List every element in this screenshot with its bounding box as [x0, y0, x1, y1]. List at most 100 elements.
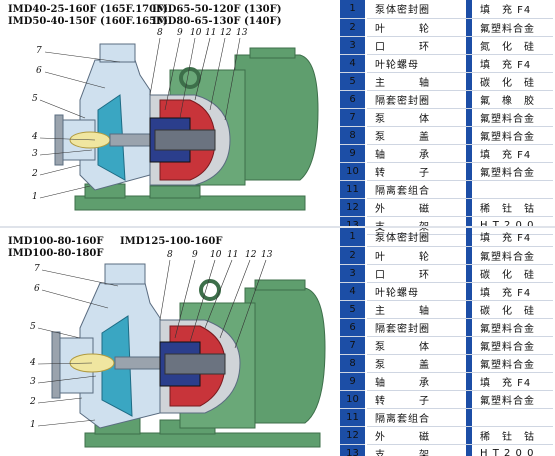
part-material: 氟塑料合金 — [472, 18, 553, 37]
part-material: H T 2 0 0 — [472, 444, 553, 456]
callout-number: 3 — [30, 377, 36, 387]
part-name: 泵 盖 — [366, 354, 466, 373]
callout-number: 1 — [32, 192, 38, 202]
callout-number: 7 — [34, 264, 40, 274]
part-material: 填 充 F4 — [472, 144, 553, 163]
row-separator — [466, 264, 472, 283]
part-material: 稀 钍 钴 — [472, 198, 553, 217]
section-divider — [0, 226, 555, 228]
model-label: IMD100-80-180F — [8, 248, 104, 259]
part-index: 1 — [340, 228, 367, 247]
part-index: 1 — [340, 0, 367, 19]
row-separator — [466, 228, 472, 247]
part-name: 转 子 — [366, 162, 466, 181]
part-index: 8 — [340, 354, 367, 373]
part-name: 叶轮螺母 — [366, 54, 466, 73]
row-separator — [466, 318, 472, 337]
part-index: 4 — [340, 282, 367, 301]
part-name: 泵 体 — [366, 336, 466, 355]
row-separator — [466, 246, 472, 265]
part-index: 10 — [340, 390, 367, 409]
row-separator — [466, 0, 472, 19]
part-index: 6 — [340, 90, 367, 109]
callout-number: 1 — [30, 420, 36, 430]
part-name: 泵体密封圈 — [366, 228, 466, 247]
part-material: 氟塑料合金 — [472, 354, 553, 373]
row-separator — [466, 408, 472, 427]
pump-diagram-bottom: IMD100-80-160F IMD100-80-180F IMD125-100… — [0, 228, 340, 456]
part-index: 2 — [340, 246, 367, 265]
model-label: IMD100-80-160F — [8, 236, 104, 247]
part-name: 泵体密封圈 — [366, 0, 466, 19]
model-label: IMD65-50-120F (130F) — [152, 4, 282, 15]
callout-number: 8 — [157, 28, 163, 38]
row-separator — [466, 90, 472, 109]
part-index: 12 — [340, 198, 367, 217]
part-index: 13 — [340, 444, 367, 456]
row-separator — [466, 126, 472, 145]
part-name: 口 环 — [366, 264, 466, 283]
part-name: 主 轴 — [366, 300, 466, 319]
part-material: 氟塑料合金 — [472, 162, 553, 181]
part-index: 9 — [340, 372, 367, 391]
part-index: 3 — [340, 264, 367, 283]
callout-number: 2 — [30, 397, 36, 407]
row-separator — [466, 444, 472, 456]
row-separator — [466, 180, 472, 199]
part-index: 5 — [340, 72, 367, 91]
callout-number: 6 — [34, 284, 40, 294]
callout-number: 11 — [227, 250, 239, 260]
row-separator — [466, 390, 472, 409]
part-name: 隔离套组合 — [366, 408, 466, 427]
callout-number: 13 — [261, 250, 273, 260]
part-index: 2 — [340, 18, 367, 37]
part-material: 氟塑料合金 — [472, 390, 553, 409]
row-separator — [466, 72, 472, 91]
part-material: 碳 化 硅 — [472, 72, 553, 91]
part-name: 隔套密封圈 — [366, 318, 466, 337]
part-name: 叶 轮 — [366, 18, 466, 37]
part-material: 填 充 F4 — [472, 54, 553, 73]
part-index: 10 — [340, 162, 367, 181]
part-name: 支 架 — [366, 444, 466, 456]
pump-diagram-top: IMD40-25-160F (165F.170F) IMD50-40-150F … — [0, 0, 340, 228]
row-separator — [466, 426, 472, 445]
part-material: 氟塑料合金 — [472, 108, 553, 127]
part-material: 填 充 F4 — [472, 372, 553, 391]
row-separator — [466, 144, 472, 163]
pump-cross-section-top — [39, 37, 319, 211]
part-name: 叶 轮 — [366, 246, 466, 265]
callout-number: 9 — [192, 250, 198, 260]
callout-number: 4 — [32, 132, 38, 142]
part-index: 3 — [340, 36, 367, 55]
row-separator — [466, 282, 472, 301]
part-name: 隔套密封圈 — [366, 90, 466, 109]
part-name: 隔离套组合 — [366, 180, 466, 199]
callout-number: 12 — [245, 250, 257, 260]
callout-number: 7 — [36, 46, 42, 56]
part-name: 外 磁 — [366, 426, 466, 445]
part-material: 填 充 F4 — [472, 0, 553, 19]
part-material: 碳 化 硅 — [472, 264, 553, 283]
callout-number: 5 — [32, 94, 38, 104]
part-material: 填 充 F4 — [472, 282, 553, 301]
part-name: 轴 承 — [366, 372, 466, 391]
part-index: 5 — [340, 300, 367, 319]
part-index: 8 — [340, 126, 367, 145]
callout-number: 10 — [190, 28, 202, 38]
part-name: 叶轮螺母 — [366, 282, 466, 301]
